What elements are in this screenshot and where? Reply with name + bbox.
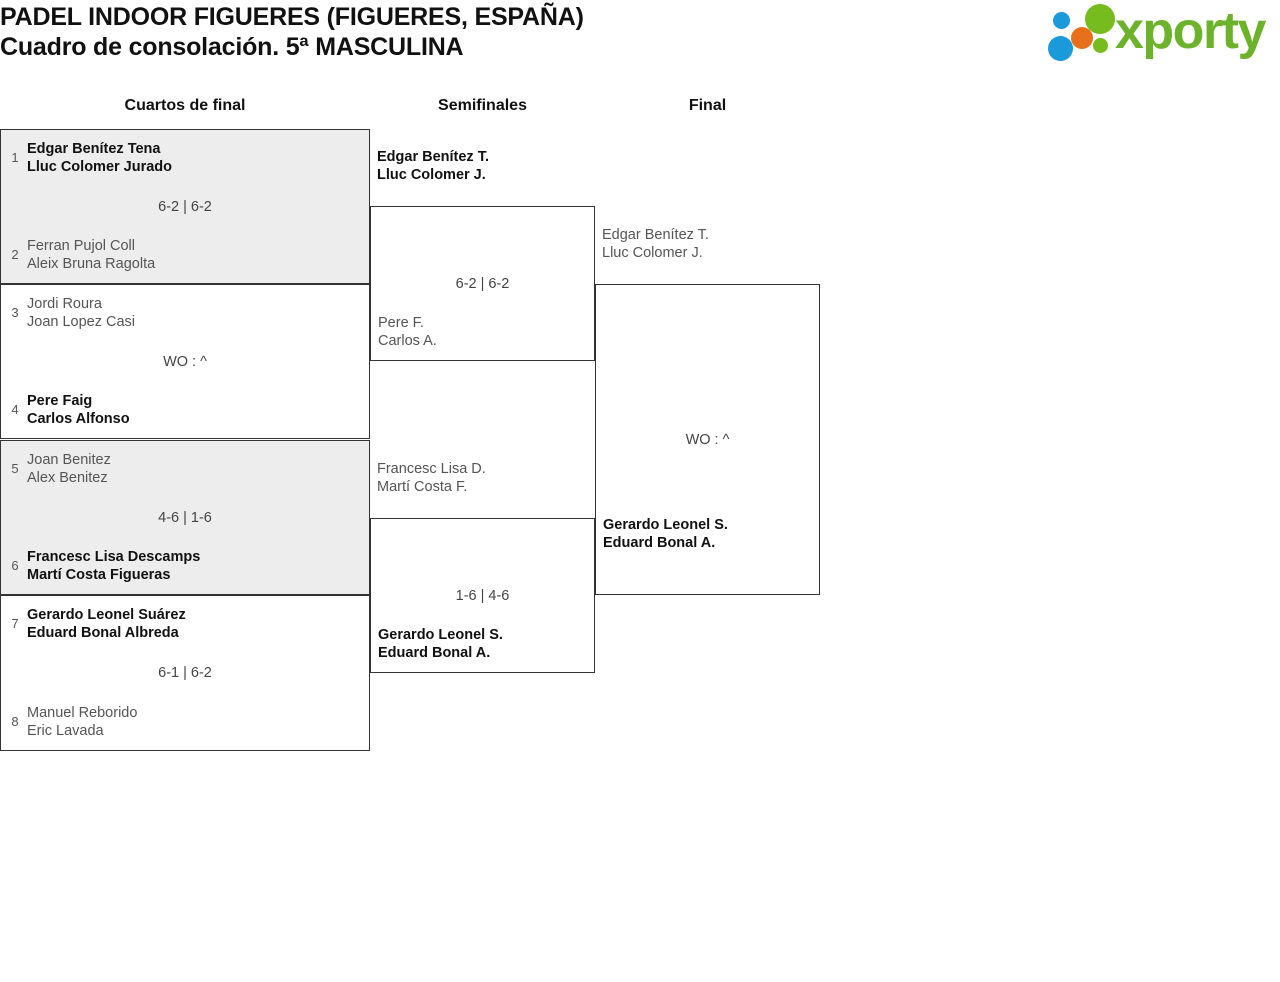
seed-number: 3 — [11, 305, 19, 320]
match-final[interactable]: WO : ^ Gerardo Leonel S. Eduard Bonal A. — [595, 284, 820, 595]
logo-dots-icon — [1045, 2, 1121, 64]
player-name-1: Edgar Benítez T. — [377, 149, 489, 165]
player-name-2: Eduard Bonal Albreda — [27, 625, 179, 641]
logo-wordmark: xporty — [1115, 2, 1266, 60]
team-slot-top[interactable]: 5 Joan Benitez Alex Benitez — [1, 451, 369, 487]
player-name-1: Gerardo Leonel S. — [603, 517, 728, 533]
round-header-semifinals: Semifinales — [438, 97, 527, 114]
player-name-2: Lluc Colomer Jurado — [27, 159, 173, 175]
xporty-logo[interactable]: xporty — [1045, 2, 1277, 64]
player-name-1: Ferran Pujol Coll — [27, 238, 135, 254]
team-slot-top[interactable]: 3 Jordi Roura Joan Lopez Casi — [1, 295, 369, 331]
logo-dot-green-large-icon — [1085, 4, 1115, 34]
round-header-quarterfinals: Cuartos de final — [124, 97, 246, 114]
seed-number: 8 — [11, 714, 19, 729]
player-name-1: Edgar Benítez Tena — [27, 141, 161, 157]
match-score: WO : ^ — [163, 353, 207, 370]
match-semifinal-2[interactable]: 1-6 | 4-6 Gerardo Leonel S. Eduard Bonal… — [370, 518, 595, 673]
player-name-2: Lluc Colomer J. — [377, 167, 486, 183]
logo-dot-green-small-icon — [1093, 38, 1108, 53]
seed-number: 6 — [11, 558, 19, 573]
player-name-1: Edgar Benítez T. — [602, 227, 709, 243]
team-slot-top[interactable]: 7 Gerardo Leonel Suárez Eduard Bonal Alb… — [1, 606, 369, 642]
player-name-1: Francesc Lisa D. — [377, 461, 486, 477]
semifinal-2-advancing-team[interactable]: Francesc Lisa D. Martí Costa F. — [377, 460, 486, 496]
semifinal-1-advancing-team[interactable]: Edgar Benítez T. Lluc Colomer J. — [377, 148, 489, 184]
tournament-title: PADEL INDOOR FIGUERES (FIGUERES, ESPAÑA) — [0, 3, 584, 31]
final-advancing-team[interactable]: Edgar Benítez T. Lluc Colomer J. — [602, 226, 709, 262]
player-name-1: Jordi Roura — [27, 296, 102, 312]
logo-dot-blue-large-icon — [1048, 36, 1073, 61]
player-name-2: Joan Lopez Casi — [27, 314, 136, 330]
player-name-1: Gerardo Leonel Suárez — [27, 607, 186, 623]
team-slot-bottom[interactable]: 2 Ferran Pujol Coll Aleix Bruna Ragolta — [1, 237, 369, 273]
logo-dot-orange-icon — [1071, 27, 1093, 49]
round-header-final: Final — [688, 97, 727, 114]
team-slot-bottom[interactable]: 4 Pere Faig Carlos Alfonso — [1, 392, 369, 428]
player-name-2: Alex Benitez — [27, 470, 108, 486]
match-quarterfinal-4[interactable]: 7 Gerardo Leonel Suárez Eduard Bonal Alb… — [0, 595, 370, 751]
team-slot-bottom[interactable]: 8 Manuel Reborido Eric Lavada — [1, 704, 369, 740]
match-score: WO : ^ — [685, 431, 730, 448]
player-name-2: Lluc Colomer J. — [602, 245, 703, 261]
seed-number: 2 — [11, 247, 19, 262]
match-score: 1-6 | 4-6 — [455, 587, 510, 604]
seed-number: 4 — [11, 402, 19, 417]
match-score: 6-1 | 6-2 — [158, 665, 212, 681]
player-name-2: Carlos A. — [378, 333, 437, 349]
match-score: 4-6 | 1-6 — [158, 509, 212, 526]
match-quarterfinal-1[interactable]: 1 Edgar Benítez Tena Lluc Colomer Jurado… — [0, 129, 370, 284]
player-name-1: Pere F. — [378, 315, 424, 331]
player-name-1: Joan Benitez — [27, 452, 111, 468]
team-slot-bottom[interactable]: Gerardo Leonel S. Eduard Bonal A. — [371, 626, 594, 662]
match-semifinal-1[interactable]: 6-2 | 6-2 Pere F. Carlos A. — [370, 206, 595, 361]
player-name-1: Pere Faig — [27, 393, 93, 409]
match-score: 6-2 | 6-2 — [158, 198, 212, 215]
player-name-1: Manuel Reborido — [27, 705, 138, 721]
seed-number: 5 — [11, 461, 19, 476]
seed-number: 7 — [11, 616, 19, 631]
page-header: PADEL INDOOR FIGUERES (FIGUERES, ESPAÑA)… — [0, 0, 1280, 78]
team-slot-top[interactable]: 1 Edgar Benítez Tena Lluc Colomer Jurado — [1, 140, 369, 176]
player-name-2: Aleix Bruna Ragolta — [27, 256, 156, 272]
player-name-2: Eduard Bonal A. — [603, 535, 716, 551]
player-name-2: Carlos Alfonso — [27, 411, 130, 427]
seed-number: 1 — [11, 150, 19, 165]
team-slot-bottom[interactable]: Gerardo Leonel S. Eduard Bonal A. — [596, 516, 819, 552]
player-name-2: Eduard Bonal A. — [378, 645, 491, 661]
logo-dot-blue-small-icon — [1053, 12, 1070, 29]
player-name-1: Francesc Lisa Descamps — [27, 549, 201, 565]
player-name-1: Gerardo Leonel S. — [378, 627, 503, 643]
match-quarterfinal-3[interactable]: 5 Joan Benitez Alex Benitez 4-6 | 1-6 6 … — [0, 440, 370, 595]
team-slot-bottom[interactable]: Pere F. Carlos A. — [371, 314, 594, 350]
bracket-subtitle: Cuadro de consolación. 5ª MASCULINA — [0, 33, 464, 61]
player-name-2: Eric Lavada — [27, 723, 104, 739]
team-slot-bottom[interactable]: 6 Francesc Lisa Descamps Martí Costa Fig… — [1, 548, 369, 584]
player-name-2: Martí Costa Figueras — [27, 567, 171, 583]
title-block: PADEL INDOOR FIGUERES (FIGUERES, ESPAÑA)… — [0, 2, 900, 62]
player-name-2: Martí Costa F. — [377, 479, 468, 495]
match-score: 6-2 | 6-2 — [455, 275, 510, 292]
match-quarterfinal-2[interactable]: 3 Jordi Roura Joan Lopez Casi WO : ^ 4 P… — [0, 284, 370, 439]
